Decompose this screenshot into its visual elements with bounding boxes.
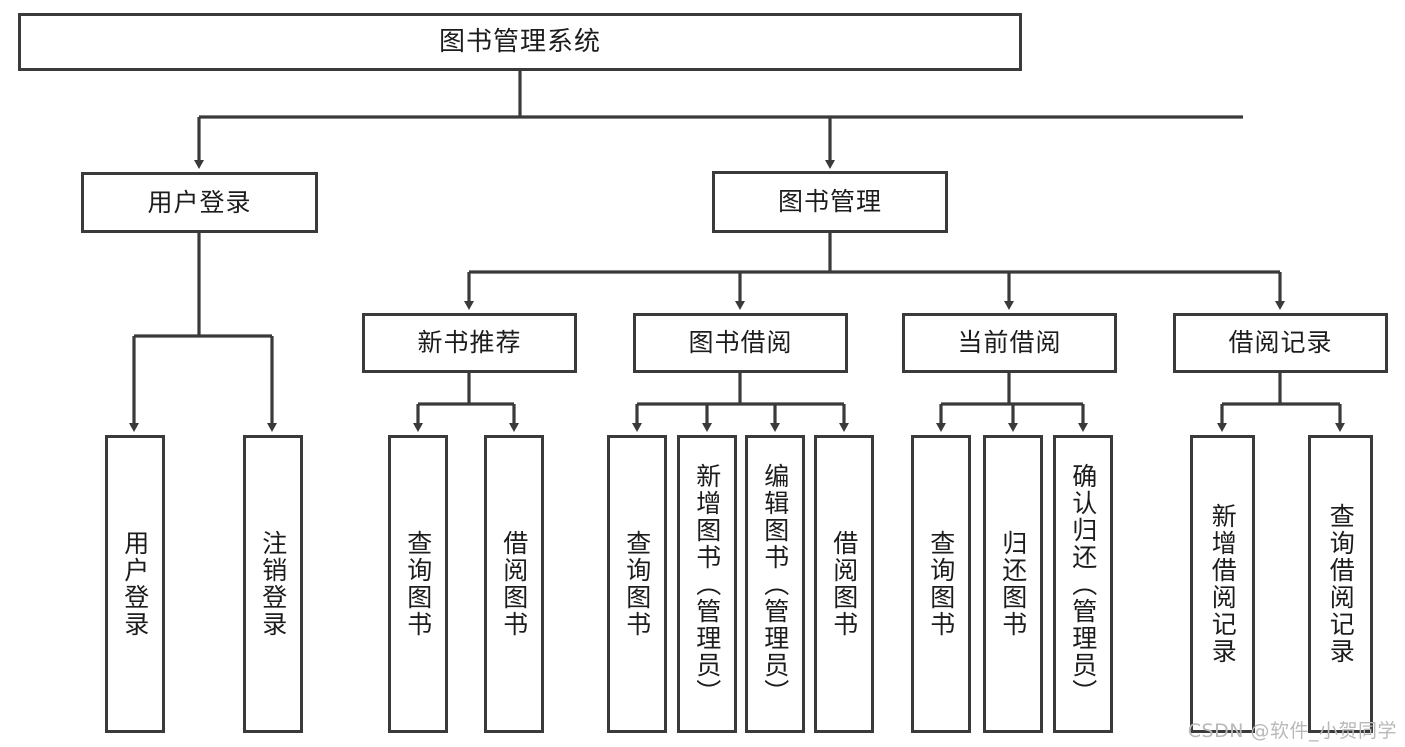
node-current-borrow[interactable]: 当前借阅	[902, 313, 1117, 373]
leaf-query-book-borrow[interactable]: 查询图书	[607, 435, 667, 733]
node-new-book-recommend[interactable]: 新书推荐	[362, 313, 577, 373]
leaf-return-book[interactable]: 归还图书	[983, 435, 1043, 733]
leaf-user-login[interactable]: 用户登录	[105, 435, 165, 733]
node-book-borrow[interactable]: 图书借阅	[633, 313, 848, 373]
leaf-logout[interactable]: 注销登录	[243, 435, 303, 733]
leaf-confirm-return-admin[interactable]: 确认归还（管理员）	[1053, 435, 1113, 733]
csdn-watermark: CSDN @软件_小贺同学	[1187, 720, 1397, 742]
node-user-login[interactable]: 用户登录	[81, 172, 318, 233]
node-root[interactable]: 图书管理系统	[18, 13, 1022, 71]
leaf-query-book-recommend[interactable]: 查询图书	[388, 435, 448, 733]
leaf-borrow-book[interactable]: 借阅图书	[814, 435, 874, 733]
leaf-add-borrow-record[interactable]: 新增借阅记录	[1190, 435, 1255, 733]
node-book-management[interactable]: 图书管理	[712, 171, 948, 233]
leaf-edit-book-admin[interactable]: 编辑图书（管理员）	[745, 435, 805, 733]
leaf-query-book-current[interactable]: 查询图书	[911, 435, 971, 733]
leaf-query-borrow-record[interactable]: 查询借阅记录	[1308, 435, 1373, 733]
leaf-borrow-book-recommend[interactable]: 借阅图书	[484, 435, 544, 733]
node-borrow-records[interactable]: 借阅记录	[1173, 313, 1388, 373]
leaf-add-book-admin[interactable]: 新增图书（管理员）	[677, 435, 737, 733]
